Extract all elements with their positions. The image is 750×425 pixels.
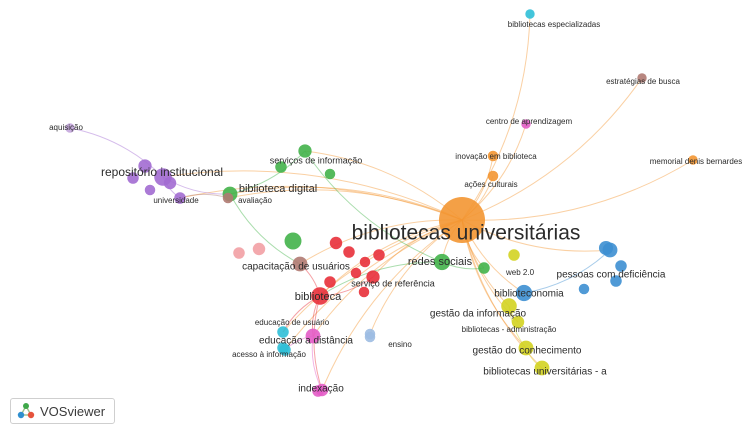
node-biblioteca[interactable] (311, 287, 329, 305)
node-capacitacao-de-usuarios[interactable] (292, 256, 308, 272)
network-node-green-6[interactable] (324, 168, 336, 180)
node-redes-sociais[interactable] (433, 253, 451, 271)
network-node-red-13[interactable] (350, 267, 362, 279)
network-node-yellow-20[interactable] (508, 249, 520, 261)
vosviewer-logo-icon (17, 403, 35, 419)
label-avaliacao: avaliação (238, 196, 272, 205)
label-educacao-de-usuario: educação de usuário (255, 318, 330, 327)
network-node-lightred-8[interactable] (252, 242, 266, 256)
label-bibliotecas-universitarias: bibliotecas universitárias (352, 222, 581, 245)
node-servico-de-referencia[interactable] (366, 270, 380, 284)
network-node-red-15[interactable] (324, 276, 336, 288)
node-repositorio-institucional[interactable] (154, 168, 172, 186)
edge-redes-sociais-biblioteca (319, 261, 443, 297)
node-bibliotecas-especializadas[interactable] (525, 9, 535, 19)
network-node-red-14[interactable] (358, 286, 370, 298)
node-acesso-a-informacao[interactable] (279, 344, 291, 356)
network-node-lightred-7[interactable] (233, 247, 245, 259)
network-node-purple-3[interactable] (144, 184, 156, 196)
node-avaliacao[interactable] (222, 192, 234, 204)
node-aquisicao[interactable] (65, 123, 75, 133)
label-indexacao: indexação (298, 384, 344, 395)
node-pessoas-com-deficiencia[interactable] (602, 242, 618, 258)
edge-bibliotecas-universitarias-educacao-a-distancia (312, 219, 463, 337)
label-repositorio-institucional: repositório institucional (101, 165, 223, 179)
network-node-purple-2[interactable] (127, 172, 139, 184)
edge-bibliotecas-universitarias-memorial-denis-bernardes (461, 159, 694, 221)
label-memorial-denis-bernardes: memorial denis bernardes (650, 157, 743, 166)
label-universidade: universidade (153, 196, 199, 205)
edge-biblioteconomia-pessoas-com-deficiencia (523, 249, 611, 294)
node-bibliotecas-administracao[interactable] (511, 315, 525, 329)
node-estrategias-de-busca[interactable] (637, 73, 647, 83)
node-bibliotecas-universitarias[interactable] (439, 197, 485, 243)
network-node-blue-17[interactable] (615, 260, 627, 272)
edge-bibliotecas-universitarias-acesso-a-informacao (284, 219, 463, 351)
node-gestao-do-conhecimento[interactable] (518, 340, 534, 356)
label-centro-de-aprendizagem: centro de aprendizagem (486, 117, 573, 126)
edge-bibliotecas-universitarias-estrategias-de-busca (461, 77, 643, 221)
label-gestao-do-conhecimento: gestão do conhecimento (473, 346, 582, 357)
label-servicos-de-informacao: serviços de informação (270, 155, 363, 165)
edge-bibliotecas-universitarias-indexacao (321, 219, 463, 391)
node-servicos-de-informacao[interactable] (298, 144, 312, 158)
node-bibliotecas-universitarias-a[interactable] (534, 360, 550, 376)
node-acoes-culturais[interactable] (487, 170, 499, 182)
label-ensino: ensino (388, 340, 412, 349)
network-node-blue-18[interactable] (578, 283, 590, 295)
network-node-red-11[interactable] (359, 256, 371, 268)
network-labels: bibliotecas universitárias repositório in… (49, 20, 742, 395)
label-biblioteca-digital: biblioteca digital (239, 183, 317, 195)
label-biblioteca: biblioteca (295, 291, 342, 303)
label-aquisicao: aquisição (49, 123, 83, 132)
node-indexacao[interactable] (315, 383, 329, 397)
node-gestao-da-informacao[interactable] (501, 298, 517, 314)
label-servico-de-referencia: serviço de referência (351, 278, 435, 288)
edge-servicos-de-informacao-redes-sociais (304, 150, 443, 263)
node-inovacao-em-biblioteca[interactable] (487, 150, 499, 162)
edge-bibliotecas-universitarias-biblioteca-digital (229, 186, 463, 221)
label-acesso-a-informacao: acesso à informação (232, 350, 306, 359)
network-node-blue-19[interactable] (610, 275, 622, 287)
edge-biblioteca-digital-capacitacao-de-usuarios (229, 193, 301, 265)
label-pessoas-com-deficiencia: pessoas com deficiência (557, 270, 666, 281)
label-inovacao-em-biblioteca: inovação em biblioteca (455, 152, 537, 161)
label-bibliotecas-especializadas: bibliotecas especializadas (508, 20, 601, 29)
edge-biblioteca-digital-servicos-de-informacao (229, 150, 306, 195)
label-educacao-a-distancia: educação a distância (259, 336, 353, 347)
node-web-2-0[interactable] (478, 262, 490, 274)
node-educacao-de-usuario[interactable] (277, 326, 289, 338)
label-bibliotecas-universitarias-a: bibliotecas universitárias - a (483, 367, 607, 378)
network-node-green-5[interactable] (275, 161, 287, 173)
label-redes-sociais: redes sociais (408, 256, 473, 268)
node-educacao-a-distancia[interactable] (305, 328, 321, 344)
network-node-green-4[interactable] (284, 232, 302, 250)
node-universidade[interactable] (174, 192, 186, 204)
network-node-red-9[interactable] (329, 236, 343, 250)
label-acoes-culturais: ações culturais (464, 180, 517, 189)
node-memorial-denis-bernardes[interactable] (688, 155, 698, 165)
label-capacitacao-de-usuarios: capacitação de usuários (242, 262, 350, 273)
edge-bibliotecas-universitarias-repositorio-institucional (162, 170, 463, 221)
label-biblioteconomia: biblioteconomia (494, 289, 564, 300)
network-node-red-10[interactable] (343, 246, 355, 258)
edge-bibliotecas-universitarias-avaliacao (227, 189, 463, 221)
label-bibliotecas-administracao: bibliotecas - administração (462, 325, 557, 334)
network-nodes (65, 9, 698, 397)
label-web-2-0: web 2.0 (505, 268, 535, 277)
label-gestao-da-informacao: gestão da informação (430, 309, 527, 320)
edge-repositorio-institucional-aquisicao (69, 127, 164, 178)
node-centro-de-aprendizagem[interactable] (521, 119, 531, 129)
edge-bibliotecas-universitarias-universidade (179, 185, 463, 221)
network-node-red-12[interactable] (373, 249, 385, 261)
edge-bibliotecas-universitarias-bibliotecas-especializadas (461, 13, 531, 221)
app-name: VOSviewer (40, 403, 106, 419)
node-ensino[interactable] (364, 328, 376, 340)
vosviewer-badge[interactable]: VOSviewer (10, 398, 116, 424)
network-node-purple-0[interactable] (138, 159, 152, 173)
node-biblioteconomia[interactable] (515, 284, 533, 302)
label-estrategias-de-busca: estratégias de busca (606, 77, 680, 86)
